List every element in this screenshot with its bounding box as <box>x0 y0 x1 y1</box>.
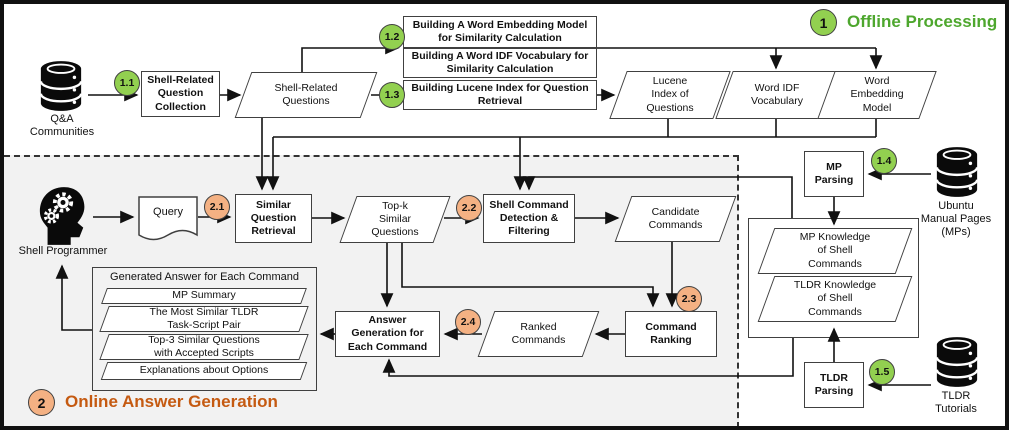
building-word-embedding-model-box: Building A Word Embedding Model for Simi… <box>403 16 597 48</box>
step-badge-1-5: 1.5 <box>869 359 895 385</box>
most-similar-tldr-pair-parallelogram: The Most Similar TLDR Task-Script Pair <box>99 306 309 332</box>
step-badge-2-1: 2.1 <box>204 194 230 220</box>
topk-similar-questions-parallelogram: Top-k Similar Questions <box>339 196 451 243</box>
offline-section-marker: 1 <box>810 9 837 36</box>
answer-generation-box: Answer Generation for Each Command <box>335 311 440 357</box>
shell-programmer-label: Shell Programmer <box>18 245 108 257</box>
qa-communities-label: Q&A Communities <box>29 113 95 139</box>
shell-related-questions-parallelogram: Shell-Related Questions <box>234 72 378 118</box>
step-badge-2-2: 2.2 <box>456 195 482 221</box>
step-badge-1-4: 1.4 <box>871 148 897 174</box>
shell-command-detection-filtering-box: Shell Command Detection & Filtering <box>483 194 575 243</box>
mp-parsing-box: MP Parsing <box>804 151 864 197</box>
generated-answer-container: Generated Answer for Each Command <box>92 267 317 391</box>
shell-programmer-icon <box>36 186 90 251</box>
step-badge-2-4: 2.4 <box>455 309 481 335</box>
offline-section-title: Offline Processing <box>847 12 998 31</box>
step-badge-1-3: 1.3 <box>379 82 405 108</box>
command-ranking-box: Command Ranking <box>625 311 717 357</box>
ubuntu-manual-pages-label: Ubuntu Manual Pages (MPs) <box>920 200 992 239</box>
qa-communities-database-icon <box>38 60 84 117</box>
candidate-commands-parallelogram: Candidate Commands <box>614 196 737 242</box>
building-word-idf-vocabulary-box: Building A Word IDF Vocabulary for Simil… <box>403 48 597 78</box>
tldr-parsing-box: TLDR Parsing <box>804 362 864 408</box>
query-document: Query <box>138 196 198 243</box>
mp-summary-parallelogram: MP Summary <box>101 288 307 304</box>
step-badge-1-1: 1.1 <box>114 70 140 96</box>
ranked-commands-parallelogram: Ranked Commands <box>477 311 600 357</box>
tldr-tutorials-database-icon <box>934 336 980 393</box>
explanations-about-options-parallelogram: Explanations about Options <box>100 362 308 380</box>
step-badge-2-3: 2.3 <box>676 286 702 312</box>
shell-related-question-collection-box: Shell-Related Question Collection <box>141 71 220 117</box>
tldr-tutorials-label: TLDR Tutorials <box>935 390 977 416</box>
word-embedding-model-parallelogram: Word Embedding Model <box>817 71 937 119</box>
online-section-title: Online Answer Generation <box>65 392 278 411</box>
gear-icon <box>43 192 74 224</box>
ubuntu-manual-pages-database-icon <box>934 146 980 203</box>
generated-answer-title: Generated Answer for Each Command <box>110 271 299 283</box>
mp-knowledge-parallelogram: MP Knowledge of Shell Commands <box>757 228 913 274</box>
similar-question-retrieval-box: Similar Question Retrieval <box>235 194 312 243</box>
tldr-knowledge-parallelogram: TLDR Knowledge of Shell Commands <box>757 276 913 322</box>
building-lucene-index-box: Building Lucene Index for Question Retri… <box>403 80 597 110</box>
top3-similar-questions-parallelogram: Top-3 Similar Questions with Accepted Sc… <box>99 334 309 360</box>
online-section-marker: 2 <box>28 389 55 416</box>
lucene-index-parallelogram: Lucene Index of Questions <box>609 71 731 119</box>
step-badge-1-2: 1.2 <box>379 24 405 50</box>
